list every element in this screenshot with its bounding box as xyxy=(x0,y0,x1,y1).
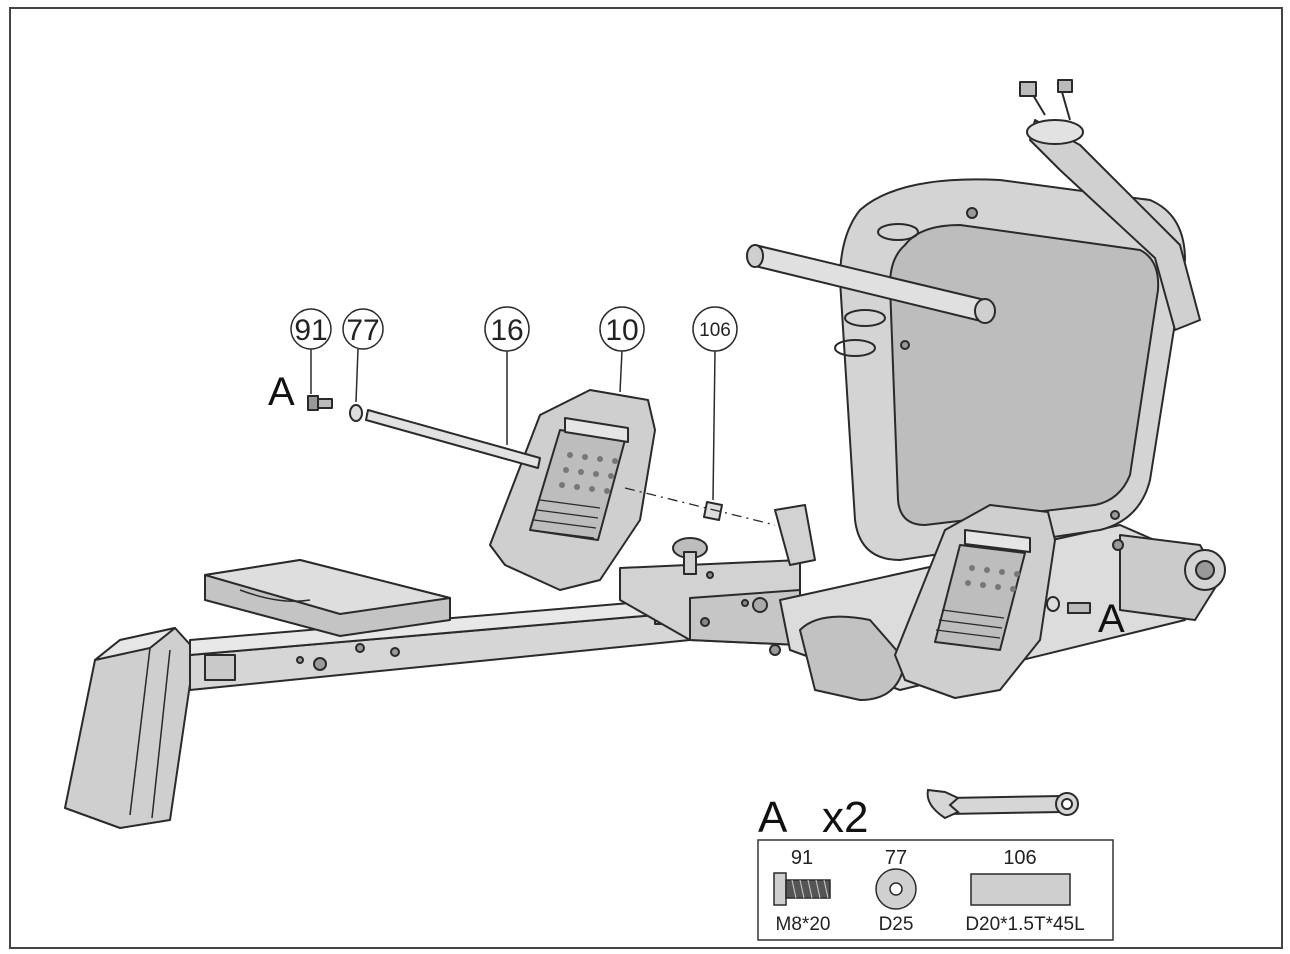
hardware-legend: A x2 91 77 106 M8*20 D25 D20*1.5T*45L xyxy=(757,788,1114,941)
seat xyxy=(204,559,451,637)
axle-16 xyxy=(365,409,541,469)
assembly-axis-line xyxy=(624,487,776,526)
callout-label-106: 106 xyxy=(699,320,731,341)
callout-label-91: 91 xyxy=(294,314,327,347)
axle-mount xyxy=(774,504,816,566)
bolt-right xyxy=(1067,602,1091,614)
page-border xyxy=(9,7,1283,949)
marker-a-left: A xyxy=(268,370,295,414)
callouts xyxy=(290,306,738,501)
handle-bar xyxy=(746,244,996,324)
callout-label-77: 77 xyxy=(346,314,379,347)
center-frame xyxy=(619,559,801,646)
legend-quantity: x2 xyxy=(822,793,868,842)
marker-a-right: A xyxy=(1098,597,1125,641)
callout-label-10: 10 xyxy=(605,314,638,347)
legend-spec-91: M8*20 xyxy=(776,914,831,935)
washer-77 xyxy=(349,404,363,422)
legend-spec-77: D25 xyxy=(879,914,914,935)
spacer-tube-icon xyxy=(970,873,1071,906)
legend-letter: A xyxy=(758,793,788,842)
legend-part-number-77: 77 xyxy=(885,847,907,869)
bolt-91 xyxy=(307,395,333,411)
legend-spec-106: D20*1.5T*45L xyxy=(965,914,1084,935)
legend-part-number-106: 106 xyxy=(1003,847,1036,869)
spacer-106 xyxy=(703,501,723,521)
callout-labels: 91 77 16 10 106 xyxy=(294,314,731,347)
wrench-icon xyxy=(926,788,1079,820)
handlebar-column xyxy=(1019,79,1201,331)
rear-stabilizer xyxy=(64,627,196,829)
legend-part-number-91: 91 xyxy=(791,847,813,869)
left-footplate xyxy=(489,389,656,591)
right-footplate xyxy=(894,504,1056,699)
rowing-machine-drawing xyxy=(64,79,1226,829)
callout-label-16: 16 xyxy=(490,314,523,347)
adjustment-knob xyxy=(672,537,708,575)
callout-circle-77 xyxy=(342,308,384,350)
washer-icon xyxy=(875,868,917,910)
bolt-icon xyxy=(773,872,831,906)
washer-right xyxy=(1046,596,1060,612)
